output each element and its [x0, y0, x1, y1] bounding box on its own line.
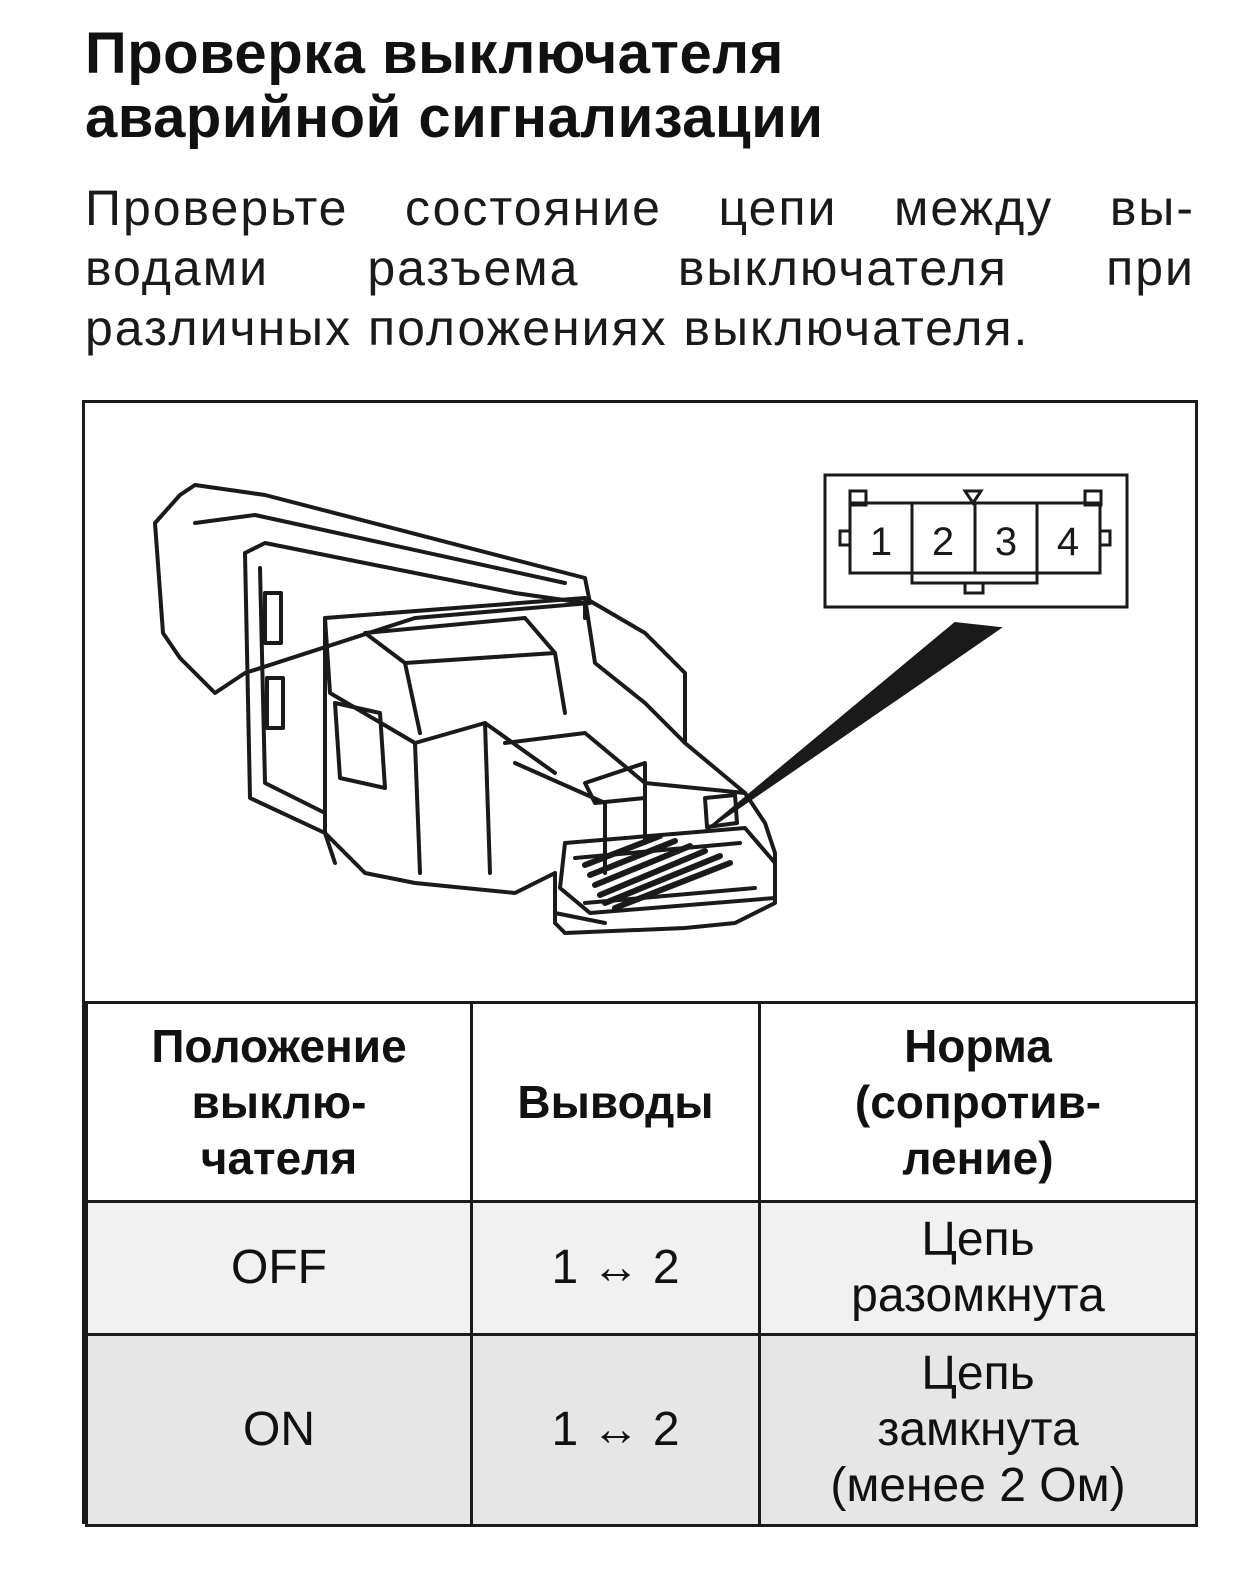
pin-label-4: 4 — [1057, 520, 1079, 564]
description-line-2: водами разъема выключателя при — [85, 240, 1195, 296]
header-position: Положение выклю- чателя — [85, 1001, 473, 1203]
connector-pin-inset: 1 2 3 4 — [823, 473, 1129, 609]
page-title: Проверка выключателя аварийной сигнализа… — [85, 22, 824, 150]
cell-terminals: 1 ↔ 2 — [470, 1200, 761, 1336]
description: Проверьте состояние цепи между вы- водам… — [85, 178, 1195, 358]
pin-label-2: 2 — [932, 520, 954, 564]
check-table: Положение выклю- чателя Выводы Норма (со… — [85, 1001, 1198, 1527]
title-line-1: Проверка выключателя — [85, 21, 784, 86]
connector-housing — [323, 596, 777, 935]
terminal-face — [558, 826, 777, 915]
header-terminals: Выводы — [470, 1001, 761, 1203]
cell-position: OFF — [85, 1200, 473, 1336]
title-line-2: аварийной сигнализации — [85, 85, 824, 150]
connector-illustration: 1 2 3 4 — [153, 473, 1129, 935]
table-row: OFF 1 ↔ 2 Цепь разомкнута — [85, 1200, 1198, 1336]
figure-box: 1 2 3 4 Положение выклю- чателя Выводы Н… — [82, 400, 1198, 1527]
cell-norm: Цепь разомкнута — [758, 1200, 1198, 1336]
pin-label-3: 3 — [995, 520, 1017, 564]
header-norm: Норма (сопротив- ление) — [758, 1001, 1198, 1203]
switch-flange — [153, 483, 592, 695]
table-row: ON 1 ↔ 2 Цепь замкнута (менее 2 Ом) — [85, 1333, 1198, 1527]
pin-label-1: 1 — [870, 520, 892, 564]
cell-terminals: 1 ↔ 2 — [470, 1333, 761, 1527]
description-line-3: различных положениях выключателя. — [85, 300, 1030, 356]
description-line-1: Проверьте состояние цепи между вы- — [85, 180, 1195, 236]
table-header-row: Положение выклю- чателя Выводы Норма (со… — [85, 1001, 1198, 1203]
cell-norm: Цепь замкнута (менее 2 Ом) — [758, 1333, 1198, 1527]
pointer-arrow — [704, 621, 1003, 832]
cell-position: ON — [85, 1333, 473, 1527]
